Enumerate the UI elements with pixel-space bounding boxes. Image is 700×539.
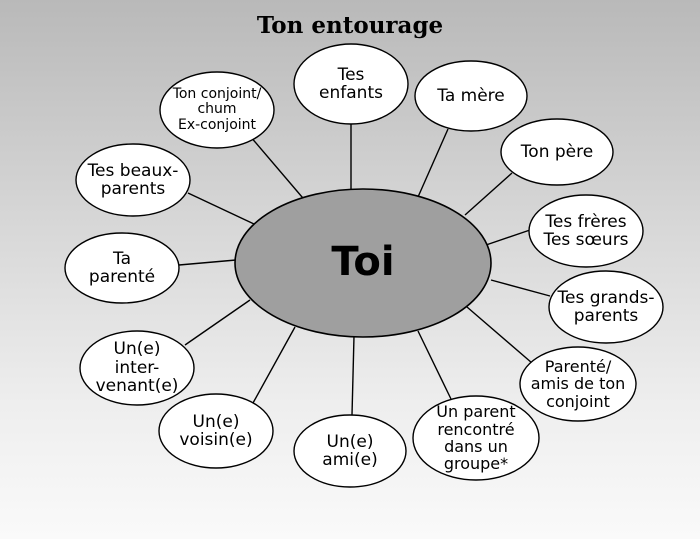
node-label: Un(e) inter- venant(e): [95, 339, 179, 397]
node-ellipse-tes-grands-parents: [548, 270, 664, 344]
node-tes-grands-parents: Tes grands- parents: [549, 271, 663, 343]
node-ellipse-parent-groupe: [412, 395, 540, 481]
node-label: Ton père: [520, 141, 594, 162]
connector-intervenant: [184, 299, 251, 346]
node-label: Tes grands- parents: [557, 287, 655, 326]
node-label: Ta parenté: [88, 248, 156, 287]
node-ami: Un(e) ami(e): [294, 415, 406, 487]
node-ellipse-parente-amis-conjoint: [519, 346, 637, 422]
connector-parent-groupe: [417, 330, 452, 400]
connector-tes-freres-soeurs: [485, 229, 531, 246]
node-tes-enfants: Tes enfants: [294, 44, 408, 124]
node-label: Tes enfants: [319, 64, 383, 103]
node-label: Tes beaux- parents: [87, 160, 179, 199]
node-ta-mere: Ta mère: [415, 61, 527, 131]
node-label: Ta mère: [437, 85, 505, 106]
node-label: Tes frères Tes sœurs: [543, 211, 629, 250]
node-tes-beaux-parents: Tes beaux- parents: [76, 144, 190, 216]
node-ellipse-ton-pere: [500, 118, 614, 186]
node-intervenant: Un(e) inter- venant(e): [80, 331, 194, 405]
node-ton-pere: Ton père: [501, 119, 613, 185]
node-ellipse-intervenant: [79, 330, 195, 406]
node-parent-groupe: Un parent rencontré dans un groupe*: [413, 396, 539, 480]
connector-ton-pere: [464, 172, 513, 216]
node-ellipse-ton-conjoint: [159, 71, 275, 149]
node-ellipse-voisin: [158, 393, 274, 469]
center-ellipse: [234, 188, 492, 338]
node-label: Ton conjoint/ chum Ex-conjoint: [172, 86, 262, 133]
node-ellipse-tes-freres-soeurs: [528, 194, 644, 268]
node-ellipse-ami: [293, 414, 407, 488]
connector-parente-amis-conjoint: [466, 306, 533, 364]
node-ellipse-ta-parente: [64, 232, 180, 304]
node-parente-amis-conjoint: Parenté/ amis de ton conjoint: [520, 347, 636, 421]
node-label: Parenté/ amis de ton conjoint: [530, 357, 626, 411]
node-ta-parente: Ta parenté: [65, 233, 179, 303]
connector-ami: [351, 335, 355, 416]
node-ellipse-tes-enfants: [293, 43, 409, 125]
node-ellipse-tes-beaux-parents: [75, 143, 191, 217]
diagram-title: Ton entourage: [256, 12, 444, 39]
node-label: Un(e) ami(e): [322, 431, 378, 470]
connector-ta-mere: [417, 128, 449, 198]
node-voisin: Un(e) voisin(e): [159, 394, 273, 468]
node-label: Un(e) voisin(e): [179, 411, 253, 450]
node-ellipse-ta-mere: [414, 60, 528, 132]
node-label: Un parent rencontré dans un groupe*: [436, 402, 516, 474]
connector-tes-grands-parents: [490, 279, 551, 297]
center-label: Toi: [331, 239, 395, 286]
connector-tes-beaux-parents: [187, 192, 255, 225]
connector-ton-conjoint: [249, 135, 309, 205]
node-tes-freres-soeurs: Tes frères Tes sœurs: [529, 195, 643, 267]
node-ton-conjoint: Ton conjoint/ chum Ex-conjoint: [160, 72, 274, 148]
connector-ta-parente: [178, 259, 237, 266]
connector-voisin: [252, 326, 296, 404]
